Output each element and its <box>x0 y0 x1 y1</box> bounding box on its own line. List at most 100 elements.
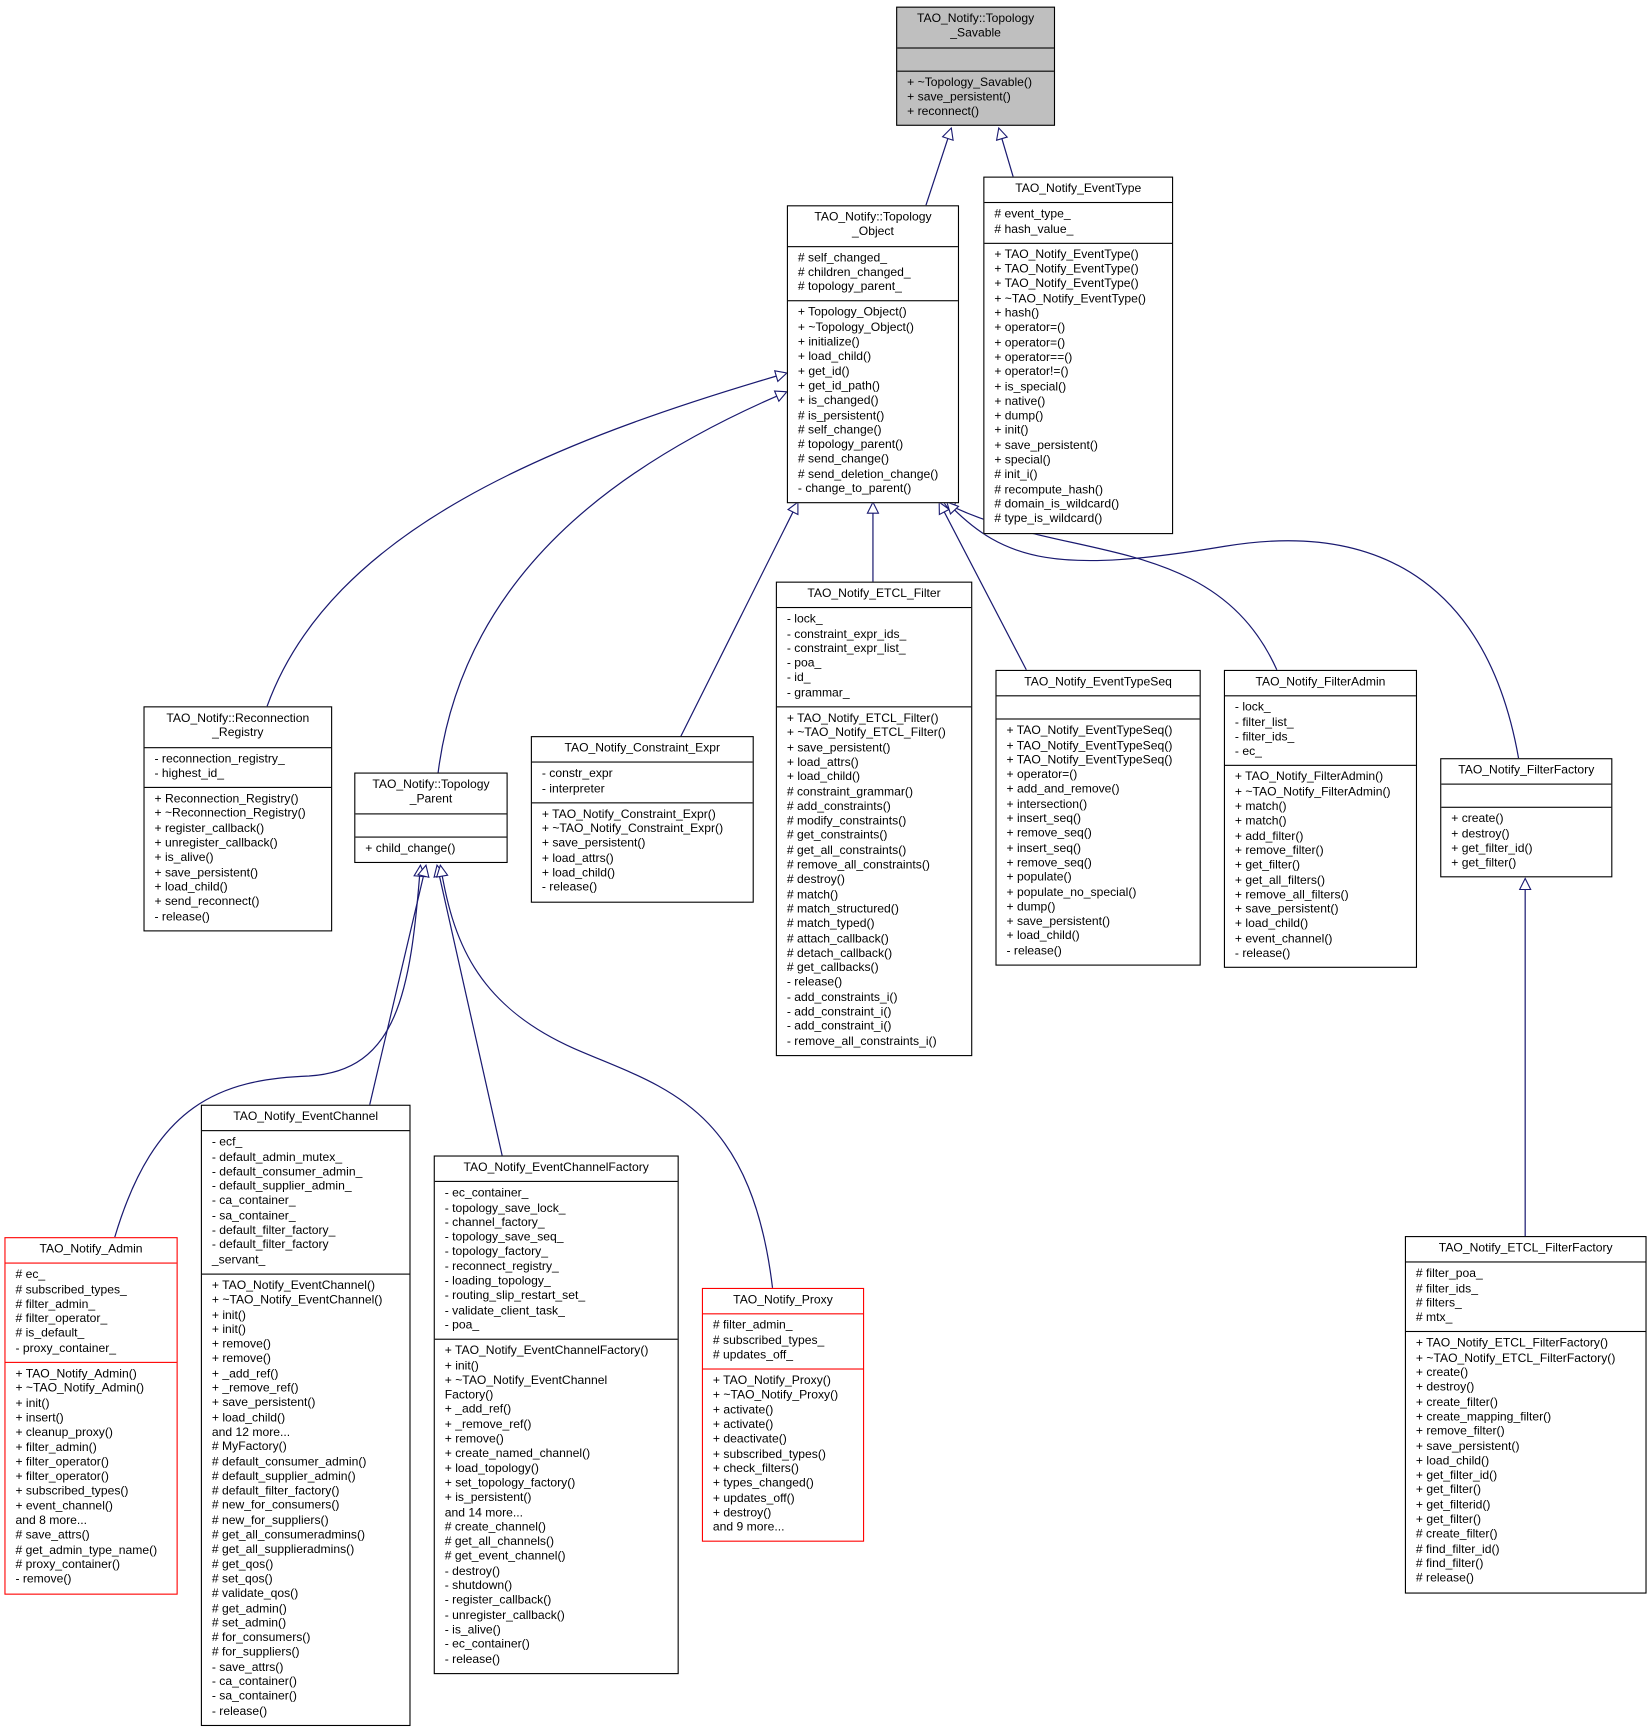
method: # init_i() <box>994 468 1038 482</box>
class-event-type-seq[interactable]: TAO_Notify_EventTypeSeq+ TAO_Notify_Even… <box>995 669 1201 966</box>
method: - ec_container() <box>444 1637 530 1652</box>
attribute: - filter_list_ <box>1234 715 1294 730</box>
method: and 8 more... <box>15 1514 87 1528</box>
method: + send_reconnect() <box>154 895 260 909</box>
class-etcl-filter[interactable]: TAO_Notify_ETCL_Filter- lock_- constrain… <box>775 581 973 1057</box>
class-name: TAO_Notify_ETCL_FilterFactory <box>1438 1241 1613 1255</box>
method: + destroy() <box>1451 827 1510 841</box>
method: + _remove_ref() <box>211 1381 299 1396</box>
class-name: TAO_Notify_FilterAdmin <box>1255 675 1386 689</box>
class-topology-parent[interactable]: TAO_Notify::Topology _Parent+ child_chan… <box>354 772 508 863</box>
method: # send_deletion_change() <box>797 467 939 481</box>
method: - sa_container() <box>211 1689 297 1704</box>
class-filter-admin[interactable]: TAO_Notify_FilterAdmin - lock_- filter_li… <box>1223 669 1418 969</box>
method: - release() <box>211 1704 268 1718</box>
method: # match() <box>786 888 839 902</box>
method: + remove_filter() <box>1415 1425 1505 1439</box>
attributes-section: - reconnection_registry_- highest_id_ <box>144 746 332 787</box>
method: + get_filter_id() <box>1451 841 1533 856</box>
attribute: - ec_container_ <box>444 1186 529 1200</box>
method: + native() <box>994 394 1046 409</box>
attribute: # is_default_ <box>15 1327 85 1341</box>
attributes-section <box>355 812 507 836</box>
class-etcl-filter-factory[interactable]: TAO_Notify_ETCL_FilterFactory# filter_po… <box>1404 1236 1647 1594</box>
method: + deactivate() <box>712 1432 787 1447</box>
methods-section: + TAO_Notify_EventChannelFactory()+ init… <box>434 1338 678 1673</box>
method: + get_filter() <box>1415 1483 1482 1497</box>
class-constraint-expr[interactable]: TAO_Notify_Constraint_Expr- constr_expr-… <box>530 736 754 903</box>
method: # default_consumer_admin() <box>211 1455 367 1469</box>
class-reconnection-registry[interactable]: TAO_Notify::Reconnection _Registry- reco… <box>143 706 333 932</box>
methods-section: + create()+ destroy()+ get_filter_id()+ … <box>1441 807 1612 877</box>
attribute: - proxy_container_ <box>15 1341 116 1355</box>
method: - release() <box>444 1652 501 1666</box>
attribute: - topology_save_seq_ <box>444 1230 564 1244</box>
attribute: # event_type_ <box>994 207 1071 222</box>
method: + get_id() <box>797 364 850 379</box>
method: + get_id_path() <box>797 379 880 393</box>
method: + save_persistent() <box>1234 902 1339 917</box>
method: + Topology_Object() <box>797 306 907 320</box>
class-proxy[interactable]: TAO_Notify_Proxy# filter_admin_# subscri… <box>701 1287 865 1543</box>
class-topology-savable[interactable]: TAO_Notify::Topology _Savable+ ~Topology… <box>896 6 1056 127</box>
method: + get_filterid() <box>1415 1498 1491 1512</box>
method: + updates_off() <box>712 1491 795 1505</box>
method: + initialize() <box>797 335 860 349</box>
method: + Reconnection_Registry() <box>154 792 299 806</box>
method: + init() <box>15 1396 50 1411</box>
method: # get_admin() <box>211 1601 287 1616</box>
method: + TAO_Notify_ETCL_FilterFactory() <box>1415 1336 1609 1351</box>
class-event-type[interactable]: TAO_Notify_EventType# event_type_# hash_… <box>983 176 1174 534</box>
method: # get_callbacks() <box>786 961 879 975</box>
methods-section: + TAO_Notify_Proxy()+ ~TAO_Notify_Proxy(… <box>702 1368 864 1541</box>
class-topology-object[interactable]: TAO_Notify::Topology _Object# self_chang… <box>786 205 960 504</box>
method: + TAO_Notify_EventType() <box>994 277 1139 291</box>
attribute: - reconnection_registry_ <box>154 752 285 766</box>
method: + event_channel() <box>1234 932 1333 946</box>
class-name: TAO_Notify_EventChannelFactory <box>463 1160 649 1175</box>
methods-section: + Topology_Object()+ ~Topology_Object()+… <box>787 300 958 503</box>
method: + activate() <box>712 1403 774 1417</box>
method: + reconnect() <box>907 105 980 119</box>
method: + save_persistent() <box>786 741 891 755</box>
method: # get_event_channel() <box>444 1549 566 1564</box>
method: # detach_callback() <box>786 946 893 960</box>
class-name: TAO_Notify_Admin <box>39 1242 143 1256</box>
method: # create_filter() <box>1415 1527 1498 1542</box>
method: + init() <box>444 1359 479 1373</box>
attribute: # updates_off_ <box>712 1348 794 1362</box>
method: # type_is_wildcard() <box>994 512 1103 526</box>
attribute: - default_supplier_admin_ <box>211 1179 352 1194</box>
method: + init() <box>994 424 1029 438</box>
method: + TAO_Notify_EventChannel() <box>211 1279 376 1293</box>
class-name: TAO_Notify::Reconnection _Registry <box>166 711 310 740</box>
method: + cleanup_proxy() <box>15 1426 113 1440</box>
methods-section: + TAO_Notify_FilterAdmin()+ ~TAO_Notify_… <box>1224 765 1416 967</box>
methods-section: + ~Topology_Savable()+ save_persistent()… <box>897 70 1054 125</box>
attributes-section: - lock_- filter_list_- filter_ids_- ec_ <box>1224 695 1416 766</box>
method: # validate_qos() <box>211 1587 299 1601</box>
method: - add_constraint_i() <box>786 1020 892 1034</box>
method: + remove_filter() <box>1234 844 1324 858</box>
method: # topology_parent() <box>797 438 904 452</box>
class-event-channel[interactable]: TAO_Notify_EventChannel- ecf_- default_a… <box>200 1104 411 1726</box>
attributes-section: # ec_# subscribed_types_# filter_admin_#… <box>5 1262 177 1362</box>
method: - is_alive() <box>444 1623 501 1637</box>
method: + TAO_Notify_EventType() <box>994 262 1139 277</box>
method: + operator=() <box>1006 768 1078 782</box>
method: - release() <box>1234 946 1291 961</box>
class-filter-factory[interactable]: TAO_Notify_FilterFactory+ create()+ dest… <box>1440 758 1613 878</box>
method: + load_attrs() <box>541 851 614 865</box>
method: + _add_ref() <box>444 1403 512 1417</box>
method: + load_child() <box>797 350 872 364</box>
class-admin[interactable]: TAO_Notify_Admin # ec_# subscribed_types_… <box>4 1237 178 1595</box>
method: # get_all_supplieradmins() <box>211 1543 355 1557</box>
attribute: - ec_ <box>1234 745 1262 759</box>
method: + create_filter() <box>1415 1395 1498 1409</box>
method: # constraint_grammar() <box>786 785 914 799</box>
methods-section: + TAO_Notify_EventChannel()+ ~TAO_Notify… <box>201 1273 410 1725</box>
methods-section: + TAO_Notify_Constraint_Expr()+ ~TAO_Not… <box>531 802 753 901</box>
methods-section: + TAO_Notify_Admin()+ ~TAO_Notify_Admin(… <box>5 1361 177 1593</box>
class-event-channel-factory[interactable]: TAO_Notify_EventChannelFactory - ec_conta… <box>433 1155 679 1674</box>
attribute: - highest_id_ <box>154 766 225 781</box>
